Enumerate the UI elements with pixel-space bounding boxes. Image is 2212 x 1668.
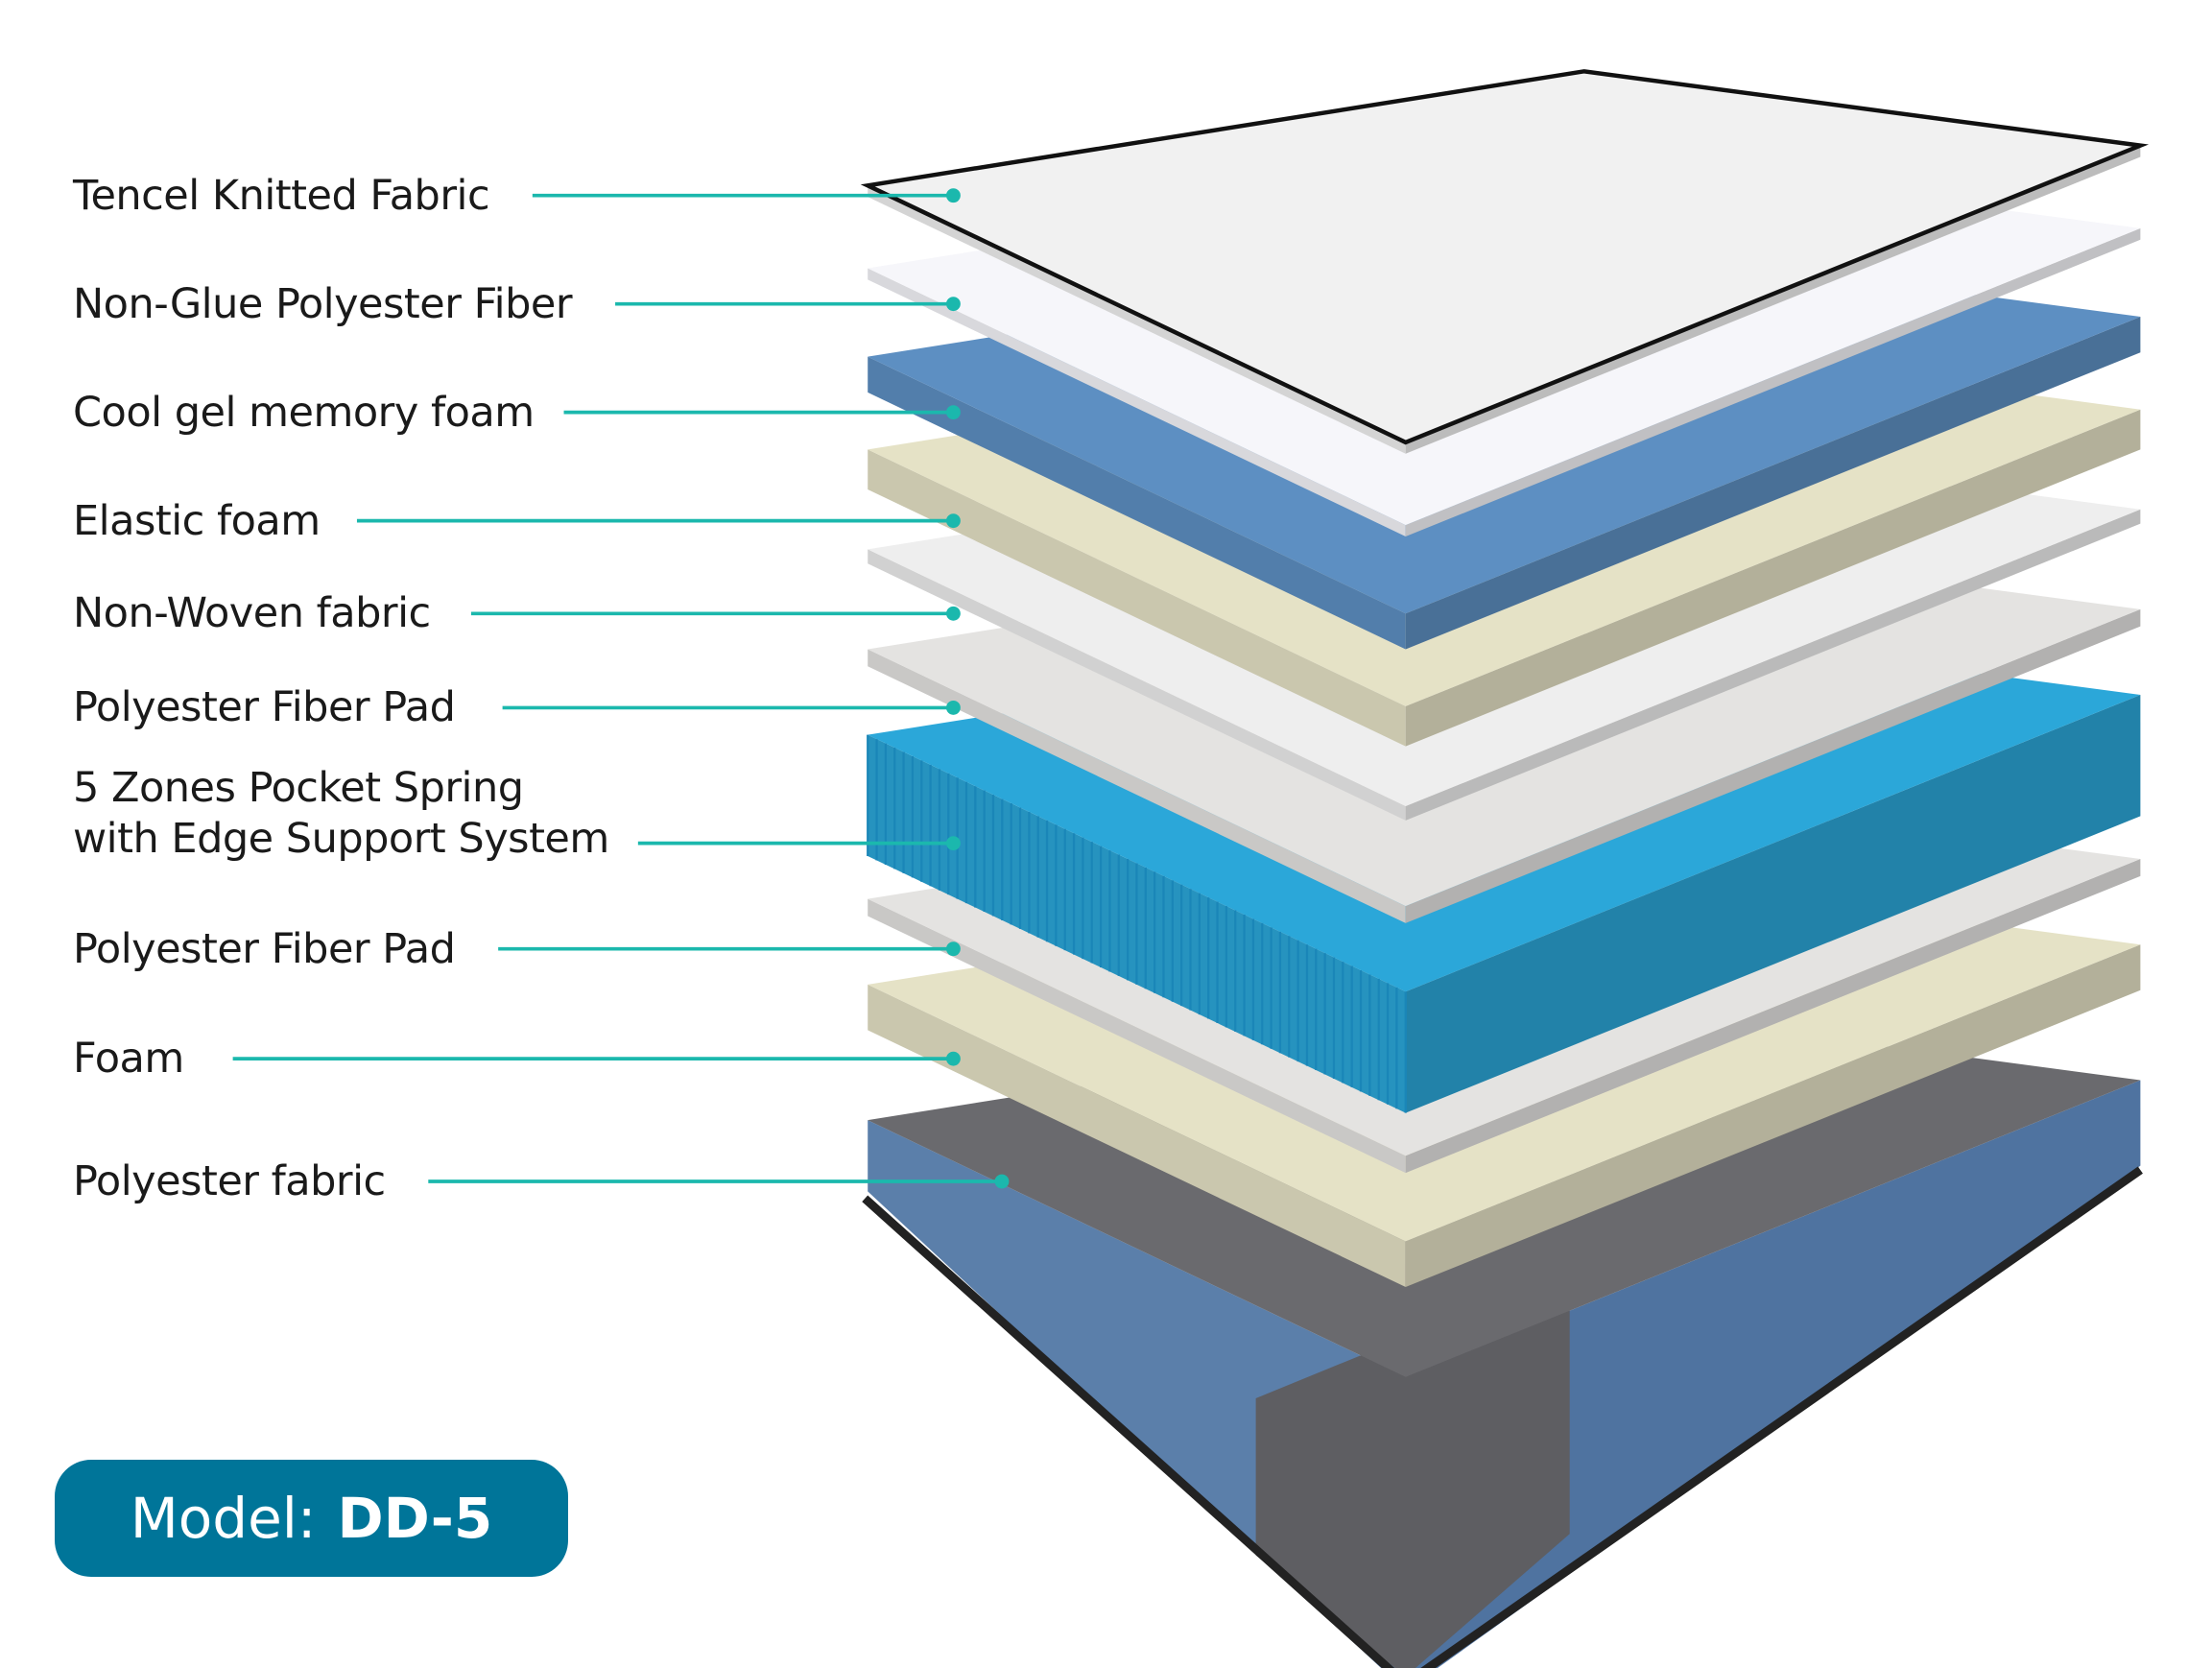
layer-label-spring-line2: with Edge Support System xyxy=(73,815,609,863)
layer-label-fiber-pad-2: Polyester Fiber Pad xyxy=(73,925,456,973)
layer-label-non-woven: Non-Woven fabric xyxy=(73,589,431,637)
base-bottom-edge xyxy=(862,1166,2143,1668)
model-badge: Model: DD-5 xyxy=(55,1460,568,1577)
layer-front-side xyxy=(868,185,1406,454)
layer-right-side xyxy=(1405,509,2141,821)
layer-label-elastic-foam: Elastic foam xyxy=(73,497,321,545)
layer-label-fiber-pad-1: Polyester Fiber Pad xyxy=(73,683,456,731)
layer-label-non-glue-fiber: Non-Glue Polyester Fiber xyxy=(73,280,573,328)
layer-right-side xyxy=(1405,145,2141,454)
leader-dot xyxy=(945,700,961,715)
layer-label-foam: Foam xyxy=(73,1035,184,1083)
leader-dot xyxy=(945,941,961,957)
base-corner-panel xyxy=(1255,1270,1570,1668)
layer-right-side xyxy=(1405,608,2141,923)
layer-front-side xyxy=(868,268,1406,537)
layer-right-side xyxy=(1405,317,2141,650)
model-prefix: Model: xyxy=(130,1486,317,1551)
leader-dot xyxy=(945,836,961,851)
layer-right-side xyxy=(1405,409,2141,747)
layer-front-side xyxy=(868,356,1406,650)
leader-dot xyxy=(945,297,961,312)
layer-front-side xyxy=(868,984,1406,1288)
layer-front-side xyxy=(868,549,1406,821)
model-value: DD-5 xyxy=(337,1486,493,1551)
layer-label-cool-gel-foam: Cool gel memory foam xyxy=(73,389,535,437)
layer-label-tencel: Tencel Knitted Fabric xyxy=(73,172,490,220)
layer-right-side xyxy=(1405,944,2141,1288)
layer-top-face xyxy=(860,69,2150,445)
leader-dot xyxy=(945,188,961,203)
leader-dot xyxy=(945,1051,961,1066)
leader-dot xyxy=(945,405,961,420)
layer-right-side xyxy=(1405,695,2141,1113)
layer-label-polyester-fabric: Polyester fabric xyxy=(73,1157,386,1205)
leader-dot xyxy=(945,606,961,621)
layer-front-side xyxy=(868,449,1406,747)
layer-label-spring-line1: 5 Zones Pocket Spring xyxy=(73,764,524,812)
layer-right-side xyxy=(1405,227,2141,537)
layer-front-side xyxy=(868,898,1406,1174)
base-right-side xyxy=(1405,1080,2141,1668)
layer-right-side xyxy=(1405,859,2141,1174)
leader-dot xyxy=(994,1174,1010,1189)
layer-front-side xyxy=(868,649,1406,923)
leader-dot xyxy=(945,513,961,529)
